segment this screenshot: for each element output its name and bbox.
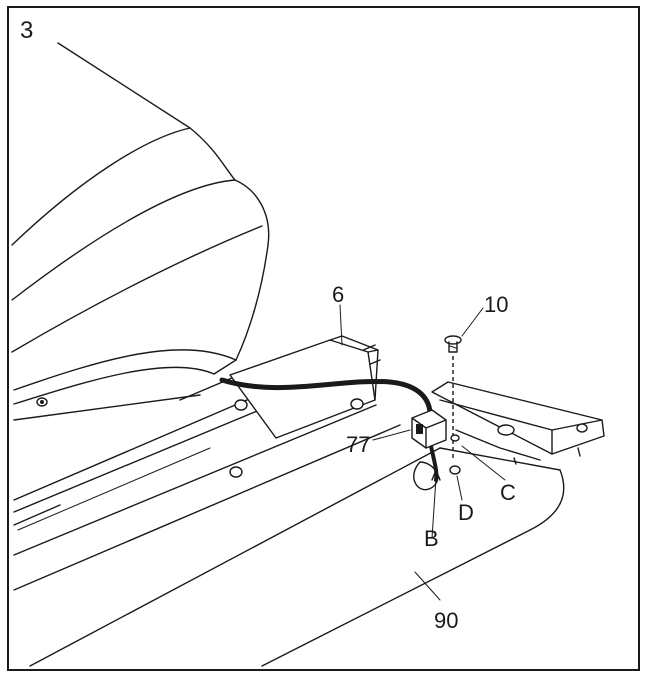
base-rail (13, 344, 441, 667)
callout-C: C (500, 480, 516, 505)
step-number: 3 (20, 17, 33, 44)
callout-6: 6 (332, 282, 344, 307)
callout-10: 10 (484, 292, 508, 317)
callout-77: 77 (346, 432, 370, 457)
part-10-screw (444, 335, 462, 475)
right-bracket (431, 381, 605, 465)
callout-90: 90 (434, 608, 458, 633)
motor-hood (11, 42, 270, 405)
callout-B: B (424, 526, 439, 551)
part-90-base (261, 447, 565, 667)
part-77-connector (411, 409, 447, 449)
leader-lines (339, 304, 506, 601)
frame-border (7, 6, 640, 671)
callout-D: D (458, 500, 474, 525)
